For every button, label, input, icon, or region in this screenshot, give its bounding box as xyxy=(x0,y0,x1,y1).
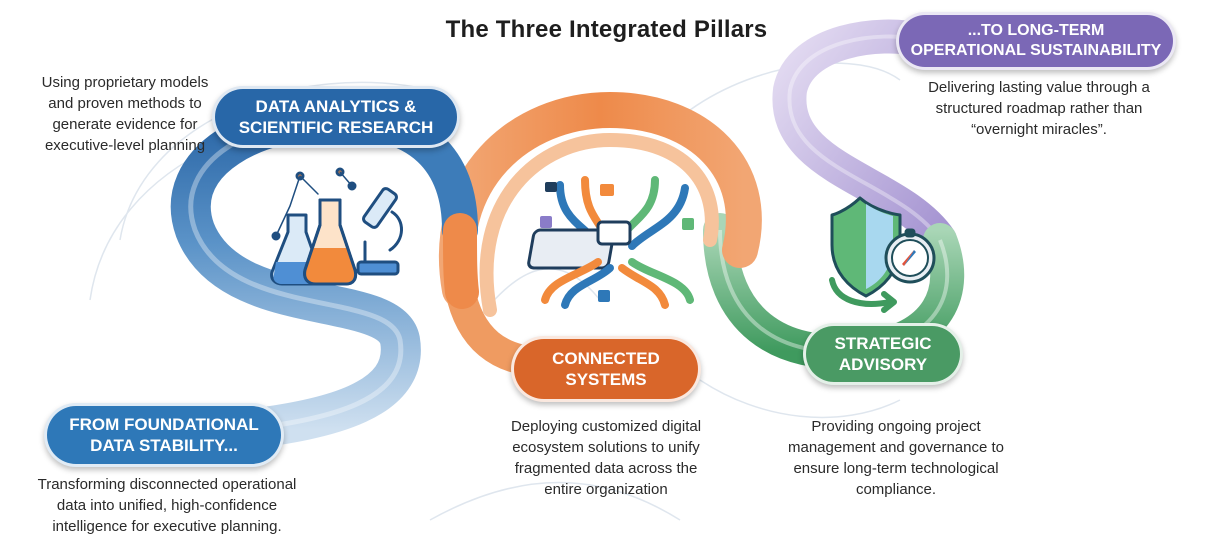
foundation-label: FROM FOUNDATIONAL DATA STABILITY... xyxy=(69,414,259,455)
pillar-analytics-pill: DATA ANALYTICS & SCIENTIFIC RESEARCH xyxy=(212,86,460,148)
pillar-advisory-label: STRATEGIC ADVISORY xyxy=(834,333,932,374)
sustainability-pill: ...TO LONG-TERM OPERATIONAL SUSTAINABILI… xyxy=(896,12,1176,70)
pillar-connected-pill: CONNECTED SYSTEMS xyxy=(511,336,701,402)
pillar-analytics-description: Using proprietary models and proven meth… xyxy=(41,74,209,154)
foundation-description: Transforming disconnected operational da… xyxy=(37,476,297,535)
sustainability-label: ...TO LONG-TERM OPERATIONAL SUSTAINABILI… xyxy=(910,22,1162,59)
lab-flasks-microscope-icon xyxy=(270,167,403,286)
page-title: The Three Integrated Pillars xyxy=(445,16,768,43)
connected-hub-icon xyxy=(527,176,694,309)
foundation-pill: FROM FOUNDATIONAL DATA STABILITY... xyxy=(44,403,284,467)
pillar-advisory-pill: STRATEGIC ADVISORY xyxy=(803,323,963,385)
shield-compass-icon xyxy=(829,196,936,313)
pillar-analytics-label: DATA ANALYTICS & SCIENTIFIC RESEARCH xyxy=(238,96,434,137)
pillar-advisory-description: Providing ongoing project management and… xyxy=(788,418,1004,498)
pillar-connected-label: CONNECTED SYSTEMS xyxy=(552,348,660,389)
sustainability-description: Delivering lasting value through a struc… xyxy=(928,79,1150,138)
pillar-connected-description: Deploying customized digital ecosystem s… xyxy=(510,418,702,498)
